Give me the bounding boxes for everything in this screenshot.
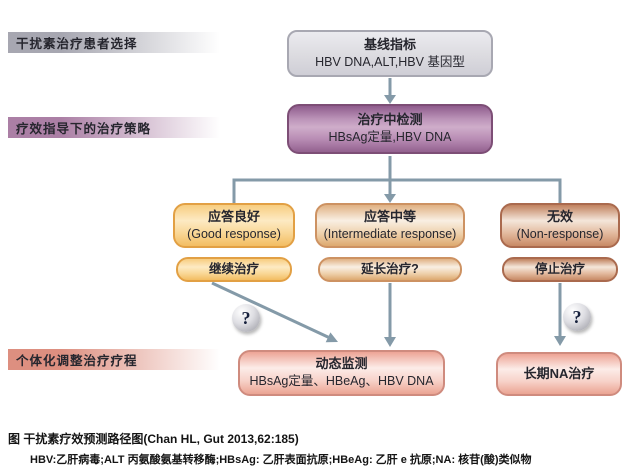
non-response-title: 无效 (546, 208, 573, 224)
baseline-box: 基线指标 HBV DNA,ALT,HBV 基因型 (287, 30, 493, 77)
monitoring-title: 治疗中检测 (357, 112, 423, 128)
dynamic-monitoring-title: 动态监测 (315, 356, 368, 372)
longterm-na-box: 长期NA治疗 (496, 352, 622, 396)
arrow-continue-to-monitoring-diagonal (211, 281, 331, 340)
non-response-box: 无效 (Non-response) (500, 203, 620, 248)
baseline-subtitle: HBV DNA,ALT,HBV 基因型 (315, 54, 465, 69)
question-mark-glyph: ? (241, 307, 251, 328)
good-response-subtitle: (Good response) (187, 226, 281, 241)
branch-line (232, 178, 562, 203)
dynamic-monitoring-box: 动态监测 HBsAg定量、HBeAg、HBV DNA (238, 350, 445, 396)
question-mark-icon: ? (563, 303, 591, 331)
stop-treatment-box: 停止治疗 (502, 257, 618, 282)
non-response-subtitle: (Non-response) (516, 226, 604, 241)
extend-treatment-label: 延长治疗? (361, 261, 419, 276)
intermediate-response-box: 应答中等 (Intermediate response) (315, 203, 465, 248)
good-response-box: 应答良好 (Good response) (173, 203, 295, 248)
question-mark-icon: ? (232, 304, 260, 332)
abbreviation-note: HBV:乙肝病毒;ALT 丙氨酸氨基转移酶;HBsAg: 乙肝表面抗原;HBeA… (30, 454, 532, 466)
section-bar-label: 疗效指导下的治疗策略 (16, 122, 152, 136)
continue-treatment-label: 继续治疗 (208, 261, 259, 276)
good-response-title: 应答良好 (207, 208, 260, 224)
on-treatment-monitoring-box: 治疗中检测 HBsAg定量,HBV DNA (287, 104, 493, 154)
section-bar-patient-selection: 干扰素治疗患者选择 (8, 32, 220, 53)
continue-treatment-box: 继续治疗 (176, 257, 292, 282)
stop-treatment-label: 停止治疗 (534, 261, 585, 276)
section-bar-label: 干扰素治疗患者选择 (16, 37, 138, 51)
section-bar-individualized-adjustment: 个体化调整治疗疗程 (8, 349, 220, 370)
monitoring-subtitle: HBsAg定量,HBV DNA (328, 130, 452, 145)
figure-caption: 图 干扰素疗效预测路径图(Chan HL, Gut 2013,62:185) (8, 432, 299, 446)
section-bar-label: 个体化调整治疗疗程 (16, 354, 138, 368)
intermediate-response-title: 应答中等 (363, 208, 416, 224)
intermediate-response-subtitle: (Intermediate response) (323, 226, 457, 241)
question-mark-glyph: ? (572, 306, 582, 327)
dynamic-monitoring-subtitle: HBsAg定量、HBeAg、HBV DNA (249, 374, 434, 389)
section-bar-efficacy-strategy: 疗效指导下的治疗策略 (8, 117, 220, 138)
longterm-na-label: 长期NA治疗 (523, 365, 595, 381)
extend-treatment-box: 延长治疗? (318, 257, 462, 282)
baseline-title: 基线指标 (363, 36, 416, 52)
